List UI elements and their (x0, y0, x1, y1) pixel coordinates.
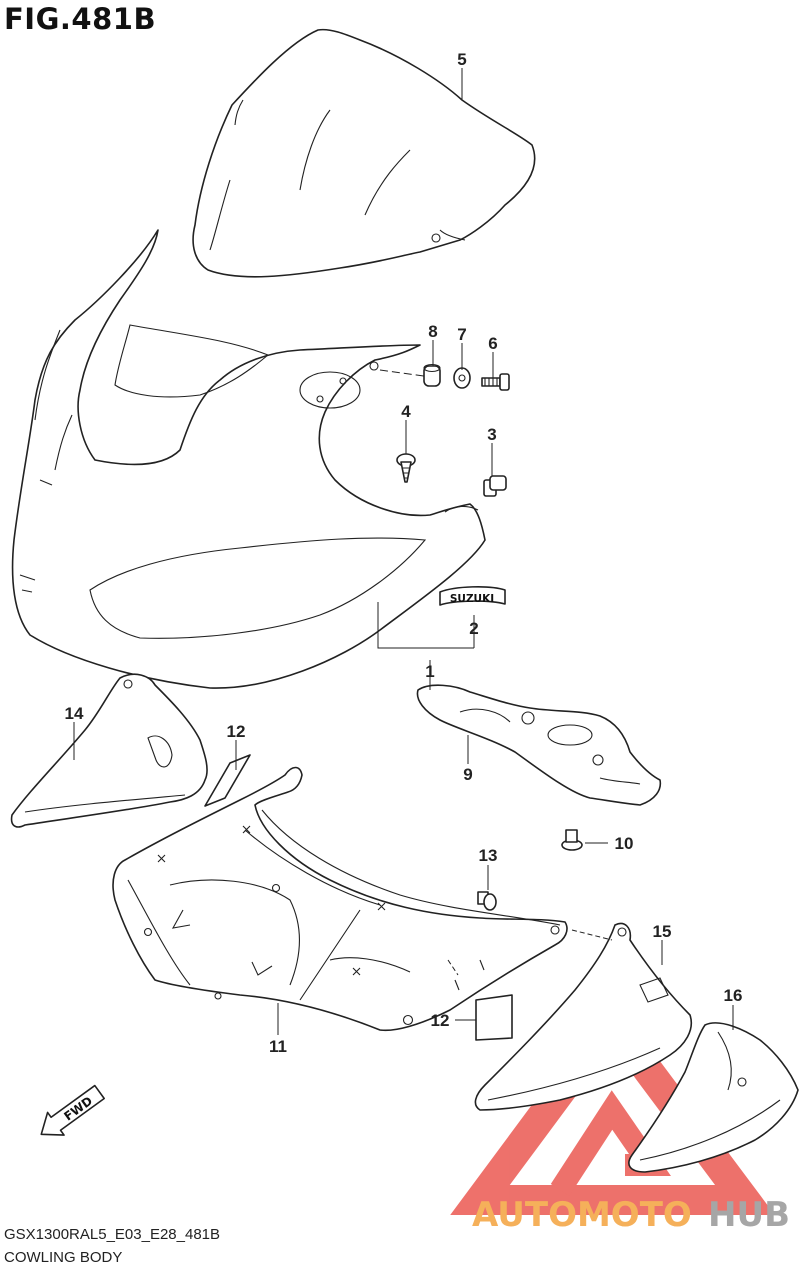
part-12-pad-lower (475, 994, 513, 1041)
callout-12-upper: 12 (227, 722, 246, 741)
callout-14: 14 (65, 704, 84, 723)
callout-16: 16 (724, 986, 743, 1005)
part-5-windscreen (192, 28, 536, 278)
callout-8: 8 (428, 322, 437, 341)
callout-10: 10 (615, 834, 634, 853)
watermark-word-a: AUTOMOTO (472, 1195, 692, 1235)
callout-2: 2 (469, 619, 478, 638)
callout-9: 9 (463, 765, 472, 784)
model-code: GSX1300RAL5_E03_E28_481B (4, 1226, 221, 1243)
callout-11: 11 (269, 1037, 287, 1056)
part-10-screw (561, 829, 583, 851)
watermark-word-b: HUB (708, 1195, 790, 1235)
leader-lines (73, 68, 734, 1035)
part-15-side-cover (474, 922, 692, 1111)
part-16-panel (628, 1022, 799, 1173)
part-7-washer (453, 367, 471, 389)
part-8-spacer (423, 363, 441, 387)
part-6-screw (481, 373, 510, 391)
callout-7: 7 (457, 325, 466, 344)
part-1-upper-cowling (11, 229, 486, 689)
callout-15: 15 (653, 922, 672, 941)
callout-4: 4 (401, 402, 411, 421)
part-9-duct (416, 684, 662, 806)
part-3-bolt (483, 475, 507, 497)
callout-numbers: 5 8 7 6 4 3 2 1 9 10 14 12 13 11 12 15 1… (65, 50, 743, 1056)
part-13-screw (477, 891, 497, 911)
part-4-screw (396, 453, 416, 483)
part-11-lower-cowling (112, 766, 568, 1032)
section-name: COWLING BODY (4, 1249, 123, 1266)
callout-3: 3 (487, 425, 496, 444)
figure-title: FIG.481B (4, 2, 157, 36)
part-12-pad-upper (204, 754, 251, 807)
callout-6: 6 (488, 334, 497, 353)
watermark-text: AUTOMOTO HUB (472, 1195, 790, 1235)
callout-12-lower: 12 (431, 1011, 450, 1030)
callout-1: 1 (425, 662, 434, 681)
callout-5: 5 (457, 50, 466, 69)
emblem-text: SUZUKI (450, 593, 494, 605)
part-14-side-cover (10, 673, 208, 828)
fwd-direction-arrow: FWD (40, 1084, 106, 1136)
callout-13: 13 (479, 846, 498, 865)
part-2-emblem: SUZUKI (439, 586, 506, 606)
